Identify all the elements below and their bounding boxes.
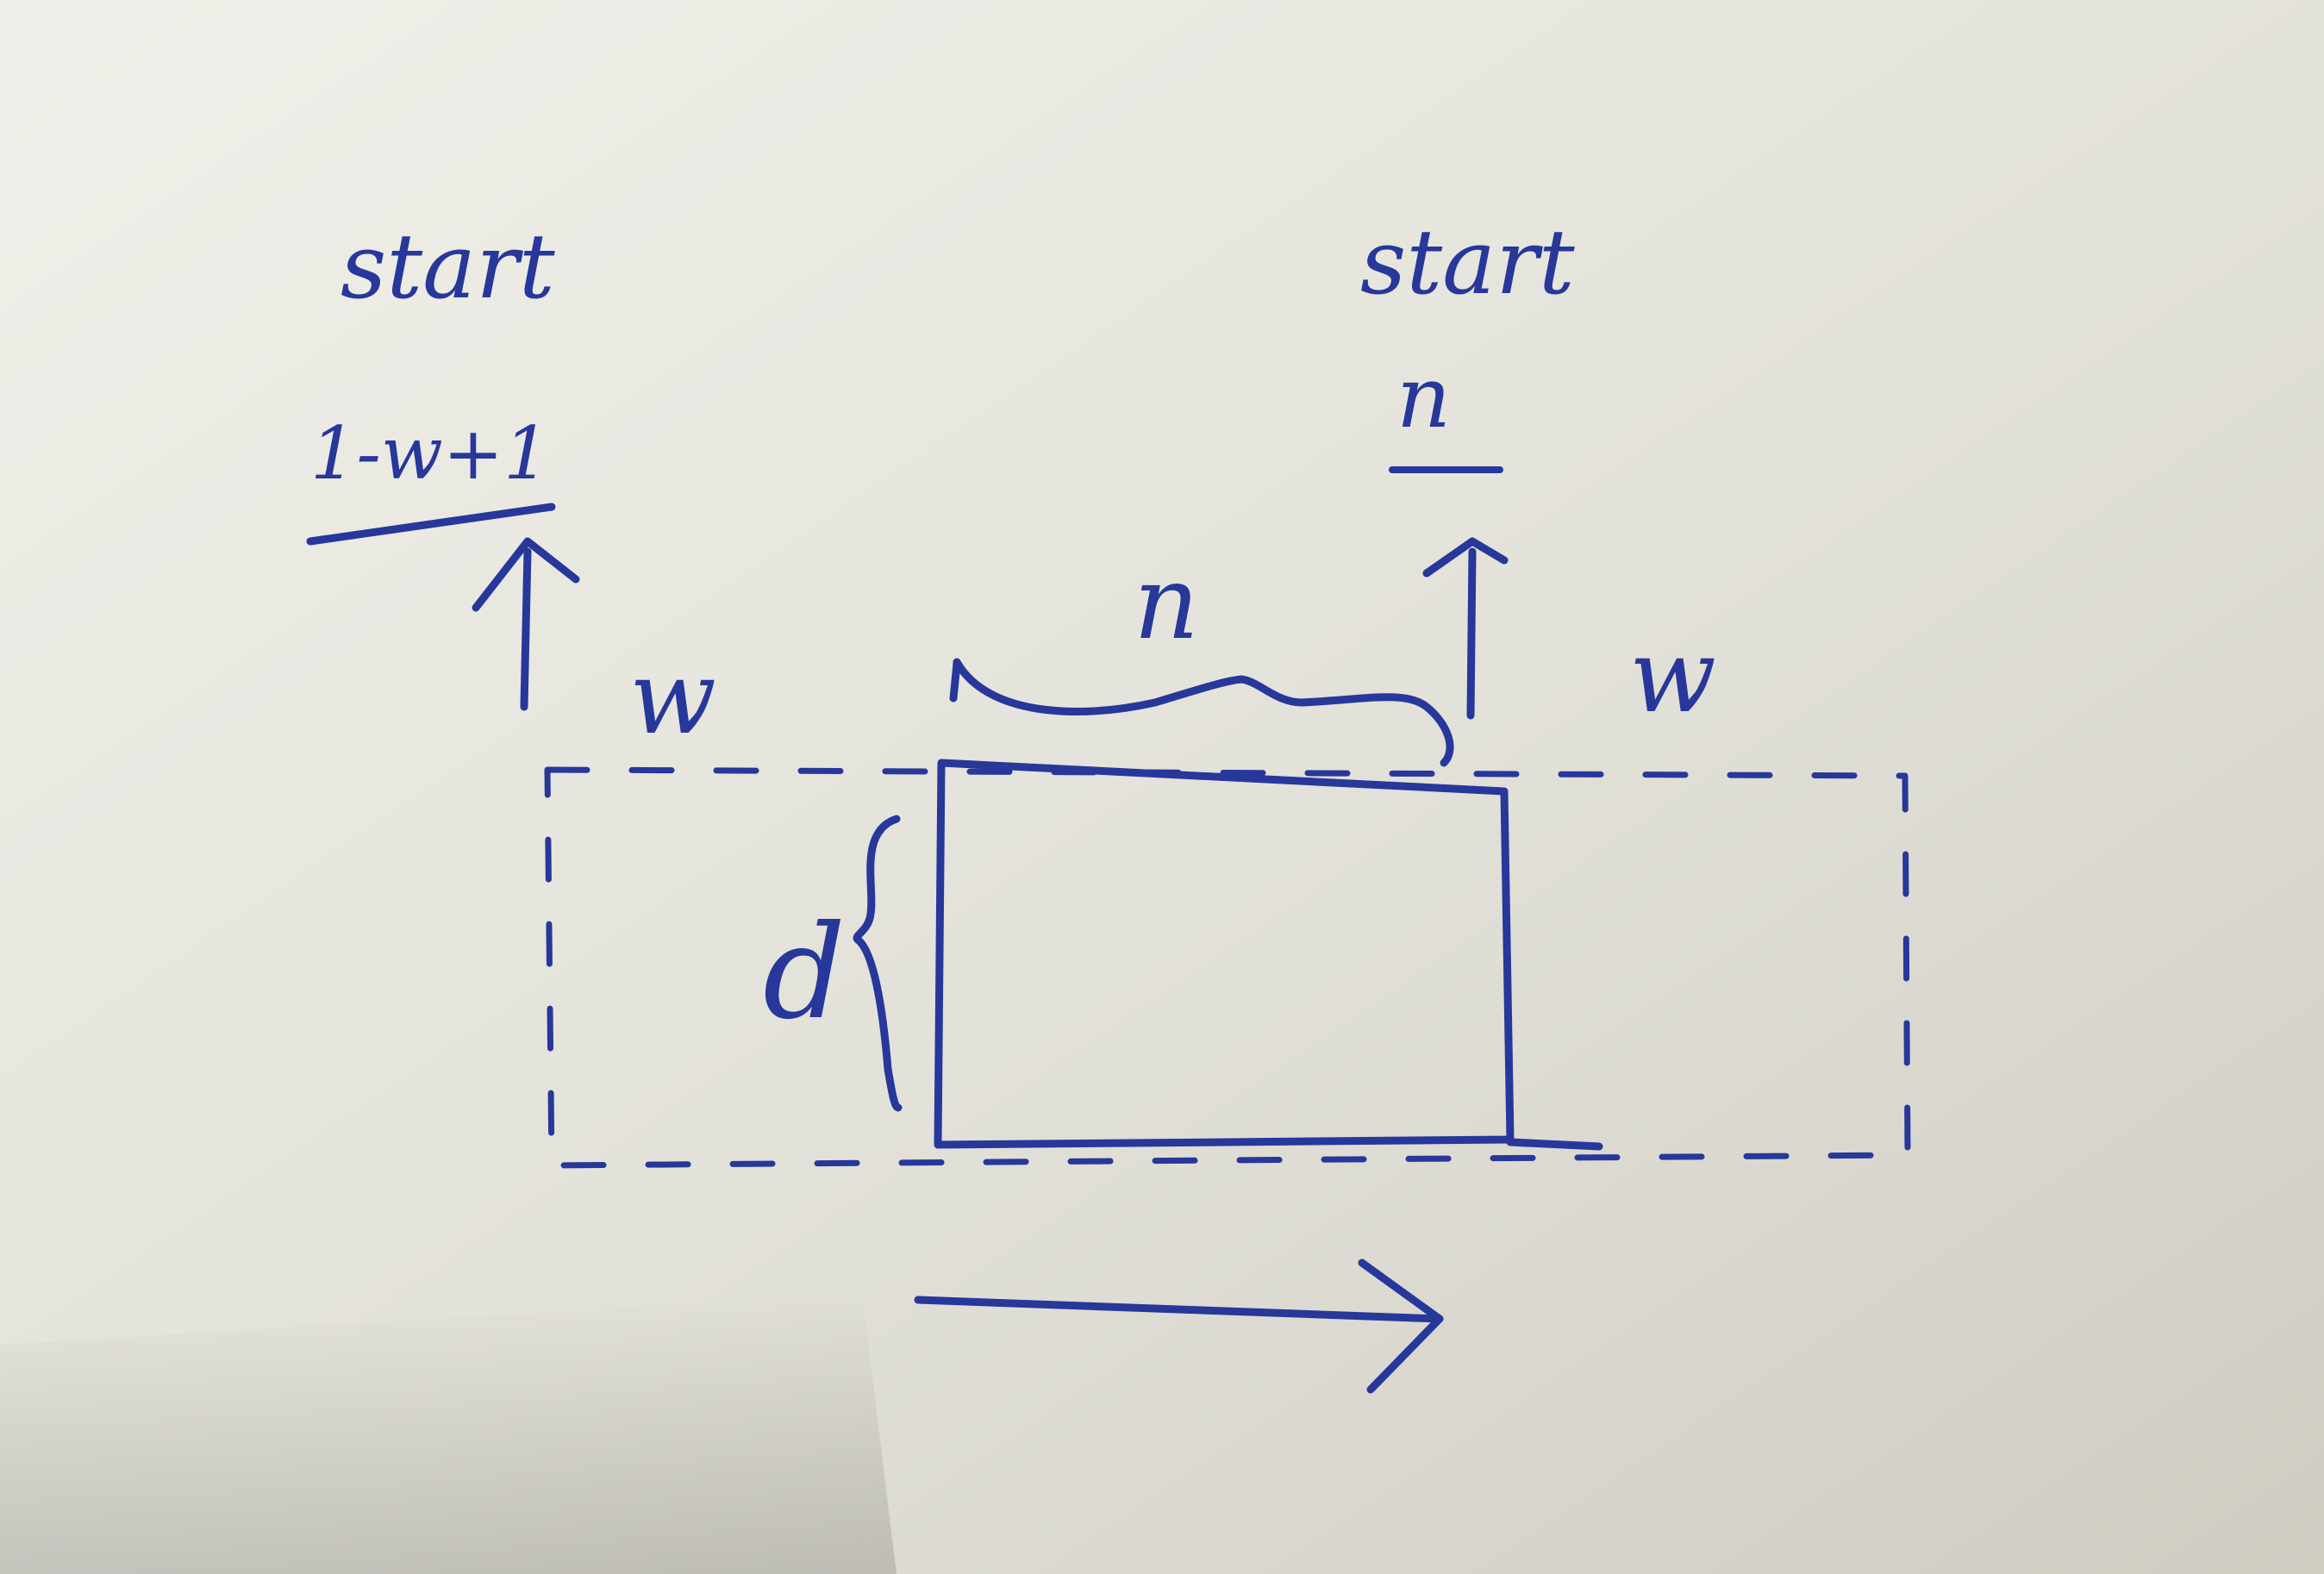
paper-shadow <box>0 1293 896 1574</box>
right-up-arrow <box>1422 537 1509 720</box>
left-index-label: 1-w+1 <box>310 411 550 496</box>
top-brace-label: n <box>1134 543 1199 662</box>
bottom-solid-extension <box>1506 1138 1603 1151</box>
right-width-label: w <box>1629 616 1716 735</box>
right-start-label: start <box>1360 209 1575 315</box>
top-tick <box>949 659 961 703</box>
left-up-arrow <box>472 537 580 711</box>
left-index-underline <box>306 503 556 546</box>
top-brace <box>953 658 1454 767</box>
left-start-label: start <box>340 214 555 319</box>
right-index-label: n <box>1396 349 1451 447</box>
depth-brace <box>853 815 903 1112</box>
depth-brace-label: d <box>763 898 846 1048</box>
outer-dashed-boundary <box>544 766 1911 1169</box>
left-width-label: w <box>629 638 716 757</box>
bottom-right-arrow <box>914 1259 1444 1394</box>
